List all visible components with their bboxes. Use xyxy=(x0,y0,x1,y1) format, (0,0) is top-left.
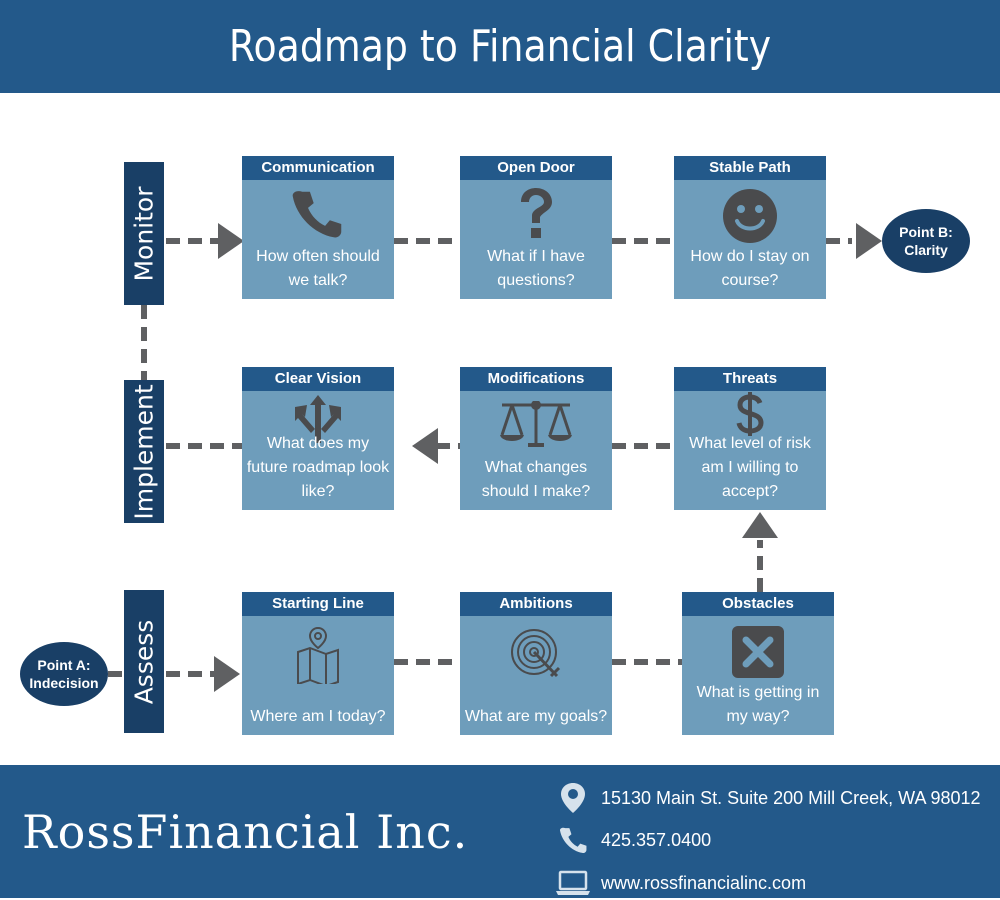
laptop-icon xyxy=(556,870,590,895)
stage-assess: Assess xyxy=(124,590,164,733)
page-title: Roadmap to Financial Clarity xyxy=(228,21,772,72)
arrowhead-starting-line xyxy=(214,656,240,692)
card-ambitions-question: What are my goals? xyxy=(464,708,608,725)
arrowhead-clear-vision xyxy=(412,428,438,464)
card-starting-line: Starting Line Where am I today? xyxy=(242,592,394,735)
card-communication: Communication How often should we talk? xyxy=(242,156,394,299)
target-icon xyxy=(511,629,561,678)
point-a-line2: Indecision xyxy=(29,675,99,691)
card-clear-vision-title: Clear Vision xyxy=(242,367,394,391)
scales-icon xyxy=(500,401,572,447)
footer-bar xyxy=(0,765,1000,898)
phone-icon xyxy=(292,191,342,238)
company-logo-text: RossFinancial Inc. xyxy=(22,805,469,859)
card-open-door-question: What if I have questions? xyxy=(487,248,585,289)
point-b-clarity: Point B: Clarity xyxy=(882,209,970,273)
card-obstacles: Obstacles What is getting in my way? xyxy=(682,592,834,735)
arrowhead-point-b xyxy=(856,223,882,259)
phone-text[interactable]: 425.357.0400 xyxy=(601,829,712,850)
address-text: 15130 Main St. Suite 200 Mill Creek, WA … xyxy=(601,787,981,808)
card-obstacles-question: What is getting in my way? xyxy=(696,684,820,725)
stage-implement: Implement xyxy=(124,380,164,523)
arrowhead-communication xyxy=(218,223,244,259)
x-box-icon xyxy=(732,626,784,678)
website-link[interactable]: www.rossfinancialinc.com xyxy=(601,872,807,893)
card-threats-title: Threats xyxy=(674,367,826,391)
location-pin-icon xyxy=(561,783,585,813)
card-starting-line-title: Starting Line xyxy=(242,592,394,616)
map-pin-icon xyxy=(297,626,339,684)
point-b-line2: Clarity xyxy=(904,242,948,258)
contact-phone: 425.357.0400 xyxy=(555,823,711,857)
contact-website: www.rossfinancialinc.com xyxy=(555,866,806,900)
arrowhead-threats xyxy=(742,512,778,538)
card-starting-line-question: Where am I today? xyxy=(250,708,386,725)
card-modifications-title: Modifications xyxy=(460,367,612,391)
contact-address: 15130 Main St. Suite 200 Mill Creek, WA … xyxy=(555,781,981,815)
card-modifications: Modifications What changes should I make… xyxy=(460,367,612,510)
card-open-door: Open Door What if I have questions? xyxy=(460,156,612,299)
stage-monitor-label: Monitor xyxy=(129,185,159,282)
card-open-door-title: Open Door xyxy=(460,156,612,180)
card-stable-path-question: How do I stay on course? xyxy=(690,248,810,289)
smiley-icon xyxy=(723,189,777,243)
point-a-line1: Point A: xyxy=(37,657,91,673)
question-mark-icon xyxy=(521,188,552,238)
stage-assess-label: Assess xyxy=(129,619,159,704)
header-bar: Roadmap to Financial Clarity xyxy=(0,0,1000,93)
point-b-line1: Point B: xyxy=(899,224,953,240)
card-communication-title: Communication xyxy=(242,156,394,180)
card-obstacles-title: Obstacles xyxy=(682,592,834,616)
dollar-icon xyxy=(736,392,764,436)
card-ambitions: Ambitions What are my goals? xyxy=(460,592,612,735)
card-clear-vision-question: What does my future roadmap look like? xyxy=(246,435,390,500)
direction-arrows-icon xyxy=(295,395,341,443)
card-stable-path: Stable Path How do I stay on course? xyxy=(674,156,826,299)
card-clear-vision: Clear Vision What does my future roadmap… xyxy=(242,367,394,510)
card-ambitions-title: Ambitions xyxy=(460,592,612,616)
phone-icon xyxy=(560,827,587,854)
card-threats: Threats What level of risk am I willing … xyxy=(674,367,826,510)
card-modifications-question: What changes should I make? xyxy=(481,459,591,500)
stage-implement-label: Implement xyxy=(129,383,159,520)
stage-monitor: Monitor xyxy=(124,162,164,305)
card-communication-question: How often should we talk? xyxy=(256,248,380,289)
point-a-indecision: Point A: Indecision xyxy=(20,642,108,706)
card-threats-question: What level of risk am I willing to accep… xyxy=(689,435,811,500)
card-stable-path-title: Stable Path xyxy=(674,156,826,180)
